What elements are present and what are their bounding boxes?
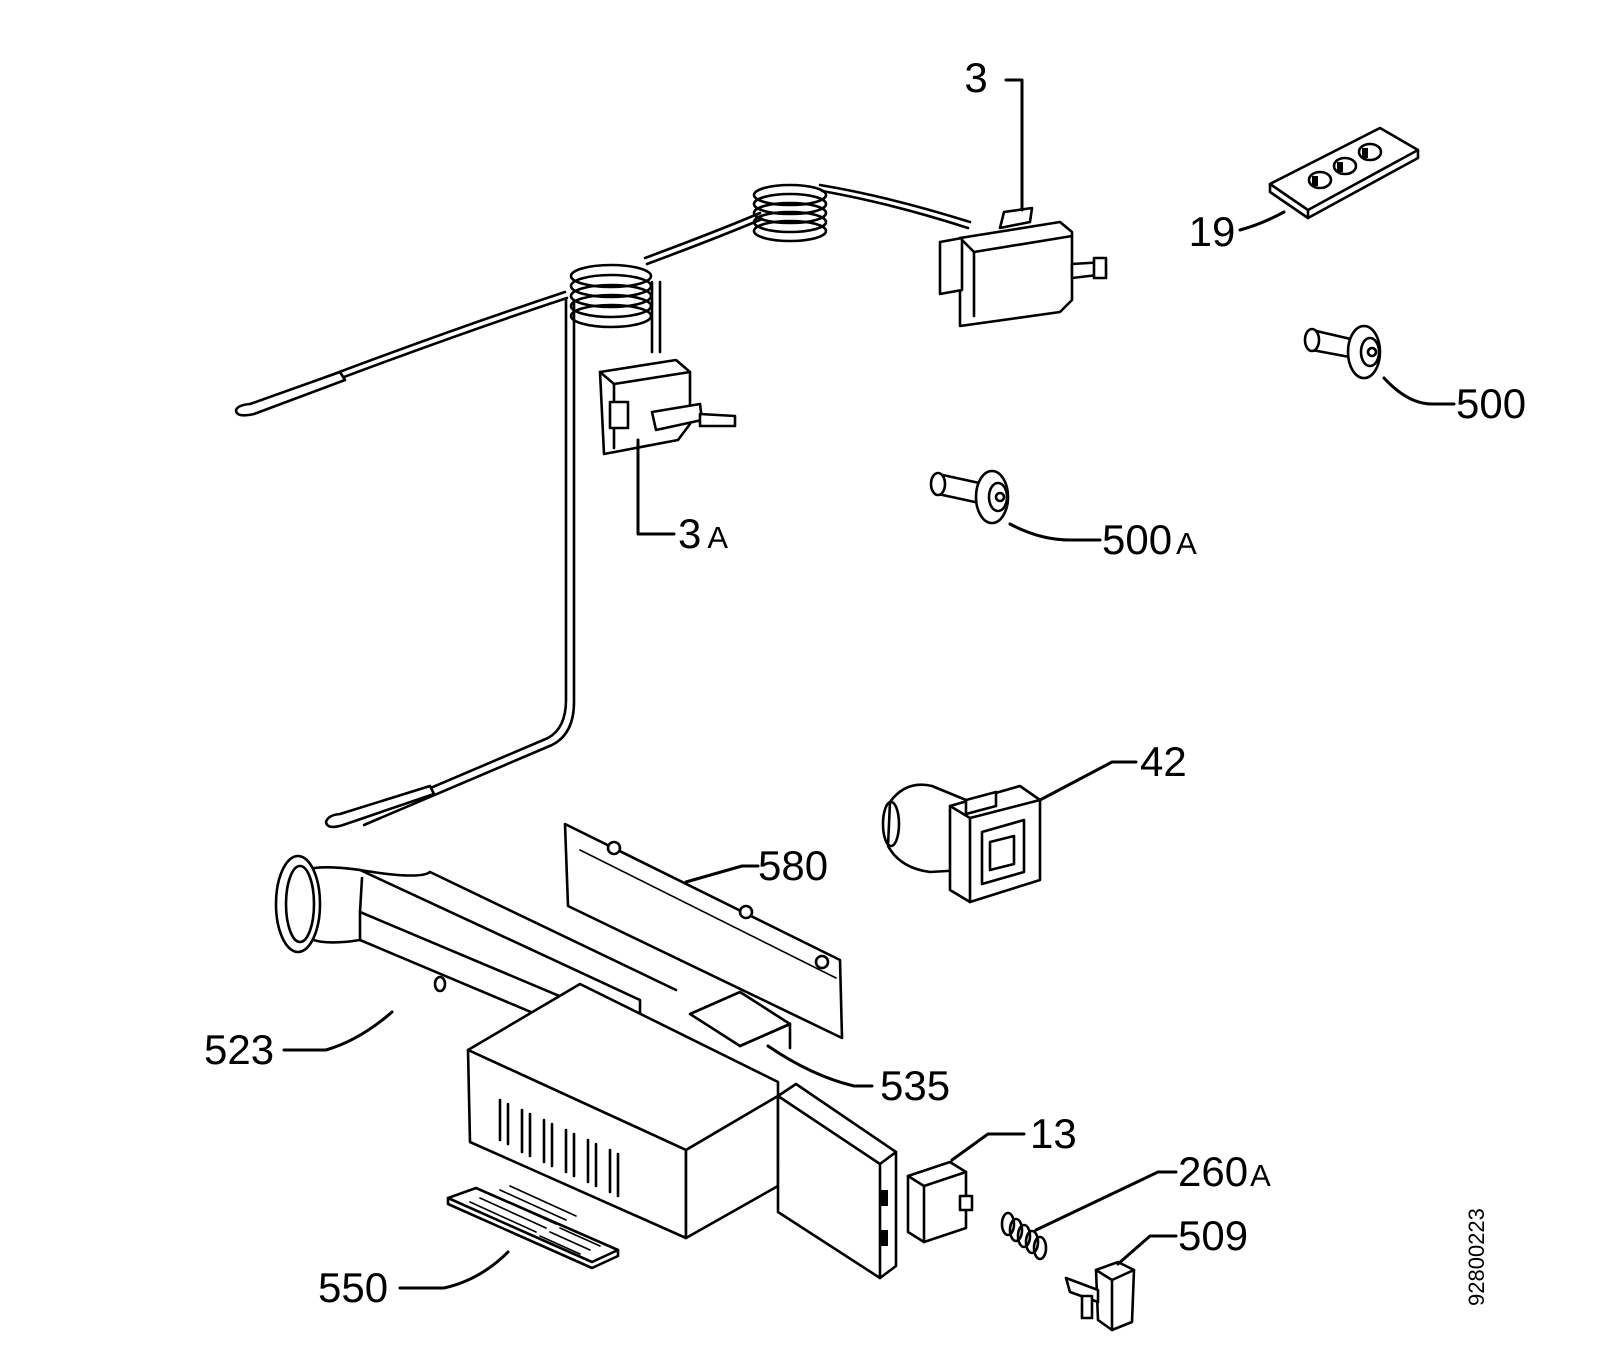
sensor-bulb-lower (324, 784, 436, 829)
callout-550: 550 (318, 1264, 388, 1311)
capillary-coil-upper (752, 183, 828, 243)
knob-part-500 (1303, 324, 1382, 380)
panel-part-580 (563, 822, 844, 1040)
capillary-tube-thermostat-3A (358, 280, 662, 827)
leader-260A (1034, 1170, 1178, 1232)
knob-part-500A (929, 469, 1010, 525)
thermostat-part-3A (598, 358, 737, 456)
leader-500 (1382, 376, 1456, 406)
thermostat-part-3 (938, 206, 1108, 328)
leader-3A (636, 438, 676, 536)
leader-523 (282, 1010, 394, 1052)
callout-260A: 260A (1178, 1148, 1271, 1195)
switch-panel-part-19 (1268, 126, 1420, 220)
leader-550 (398, 1250, 510, 1290)
grille-part-550 (446, 1185, 620, 1270)
lamp-holder-part-42 (881, 783, 1042, 904)
switch-housing-part-13 (906, 1160, 974, 1244)
callout-42: 42 (1140, 738, 1187, 785)
leader-13 (950, 1132, 1026, 1162)
callout-580: 580 (758, 842, 828, 889)
capillary-coil-lower (569, 263, 653, 329)
leader-19 (1238, 210, 1286, 232)
callout-13: 13 (1030, 1110, 1077, 1157)
leader-580 (684, 864, 760, 884)
leader-3 (1004, 78, 1024, 212)
spring-part-260A (1000, 1211, 1048, 1261)
callout-509: 509 (1178, 1212, 1248, 1259)
leader-500A (1008, 522, 1102, 542)
drawing-number: 92800223 (1464, 1208, 1489, 1306)
lamp-housing (466, 982, 898, 1280)
leader-42 (1038, 760, 1138, 802)
plunger-part-509 (1064, 1260, 1136, 1332)
leader-509 (1116, 1234, 1178, 1266)
sensor-bulb-upper (234, 370, 347, 417)
lens-part-535 (688, 990, 792, 1050)
callout-500: 500 (1456, 380, 1526, 427)
callout-535: 535 (880, 1062, 950, 1109)
callout-19: 19 (1189, 208, 1236, 255)
callout-3: 3 (964, 54, 987, 101)
leader-535 (766, 1044, 874, 1088)
leader-lines (282, 78, 1456, 1290)
callout-523: 523 (204, 1026, 274, 1073)
